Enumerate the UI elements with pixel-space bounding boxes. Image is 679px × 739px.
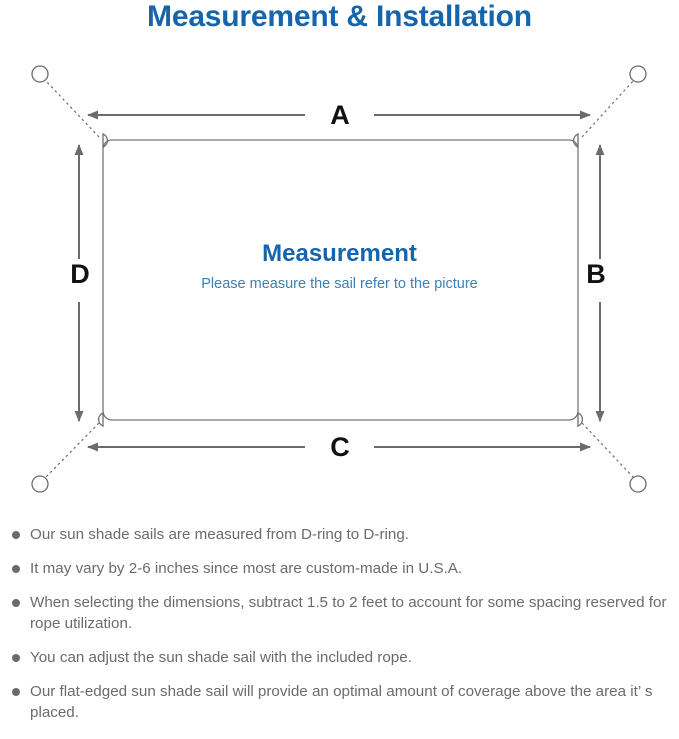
dimension-label-b: B [586, 259, 606, 289]
dotted-rope-line-icon-top-right [581, 79, 635, 138]
bullet-icon [12, 531, 20, 539]
measurement-diagram: Measurement Please measure the sail refe… [0, 44, 679, 514]
bullet-icon [12, 565, 20, 573]
d-ring-icon-bottom-right [577, 412, 584, 427]
circle-anchor-icon-top-left [31, 65, 49, 83]
circle-anchor-icon-bottom-left [31, 475, 49, 493]
sail-rectangle [102, 139, 579, 421]
d-ring-icon-bottom-left [97, 412, 104, 427]
list-item-text: Our sun shade sails are measured from D-… [30, 526, 409, 543]
dimension-label-c: C [330, 432, 350, 462]
bullet-icon [12, 654, 20, 662]
dotted-rope-line-icon-bottom-right [581, 422, 635, 479]
circle-anchor-icon-top-right [629, 65, 647, 83]
dotted-rope-line-icon-bottom-left [44, 422, 100, 479]
dimension-label-d: D [70, 259, 90, 289]
list-item: When selecting the dimensions, subtract … [0, 592, 679, 634]
dotted-rope-line-icon-top-left [44, 79, 100, 138]
list-item: It may vary by 2-6 inches since most are… [0, 558, 679, 579]
list-item: You can adjust the sun shade sail with t… [0, 647, 679, 668]
d-ring-icon-top-right [572, 133, 579, 148]
notes-list: Our sun shade sails are measured from D-… [0, 524, 679, 736]
list-item: Our flat-edged sun shade sail will provi… [0, 681, 679, 723]
diagram-svg [31, 65, 647, 493]
diagram-center-heading: Measurement [262, 240, 417, 267]
page-title: Measurement & Installation [147, 0, 532, 33]
list-item-text: It may vary by 2-6 inches since most are… [30, 560, 463, 577]
circle-anchor-icon-bottom-right [629, 475, 647, 493]
list-item-text: When selecting the dimensions, subtract … [30, 594, 667, 632]
diagram-center-subtitle: Please measure the sail refer to the pic… [201, 276, 478, 292]
list-item-text: Our flat-edged sun shade sail will provi… [30, 683, 653, 721]
list-item-text: You can adjust the sun shade sail with t… [30, 649, 412, 666]
d-ring-icon-top-left [102, 133, 109, 148]
dimension-label-a: A [330, 100, 350, 130]
bullet-icon [12, 599, 20, 607]
bullet-icon [12, 688, 20, 696]
list-item: Our sun shade sails are measured from D-… [0, 524, 679, 545]
